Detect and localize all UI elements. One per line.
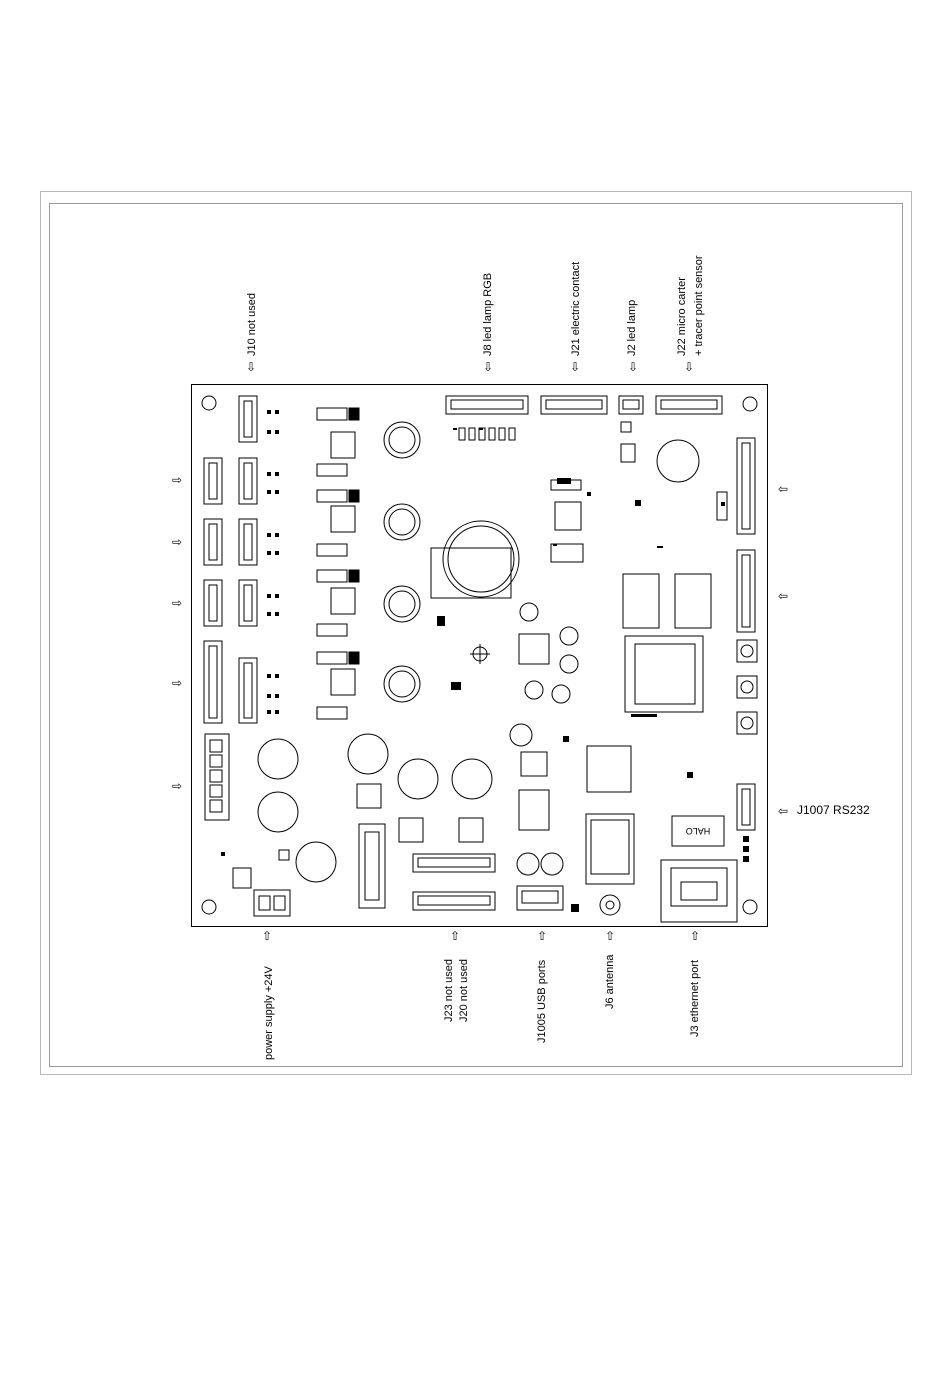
cpu bbox=[625, 636, 703, 712]
arrow-left-icon: ⇦ bbox=[778, 483, 788, 495]
arrow-down-icon: ⇩ bbox=[246, 361, 256, 373]
arrow-down-icon: ⇩ bbox=[483, 361, 493, 373]
right-connectors bbox=[737, 438, 755, 830]
label-j10: J10 not used bbox=[246, 293, 258, 356]
driver-ics bbox=[317, 408, 359, 719]
arrow-right-icon: ⇨ bbox=[172, 677, 182, 689]
label-j22-line2: + tracer point sensor bbox=[693, 255, 705, 356]
arrow-up-icon: ⇧ bbox=[537, 930, 547, 942]
arrow-right-icon: ⇨ bbox=[172, 780, 182, 792]
power-connector bbox=[254, 890, 290, 916]
inductors bbox=[384, 422, 420, 702]
mounting-hole bbox=[743, 397, 757, 411]
antenna-module bbox=[586, 814, 634, 915]
label-j20: J20 not used bbox=[458, 959, 470, 1022]
buzzer bbox=[657, 440, 699, 482]
mounting-hole bbox=[202, 396, 216, 410]
halo-chip-label: HALO bbox=[686, 826, 711, 836]
arrow-right-icon: ⇨ bbox=[172, 597, 182, 609]
arrow-left-icon: ⇦ bbox=[778, 805, 788, 817]
arrow-right-icon: ⇨ bbox=[172, 474, 182, 486]
push-buttons bbox=[737, 640, 757, 734]
arrow-down-icon: ⇩ bbox=[684, 361, 694, 373]
coin-battery bbox=[431, 521, 519, 598]
label-j1005: J1005 USB ports bbox=[536, 960, 548, 1043]
mounting-hole bbox=[743, 900, 757, 914]
label-j1007: J1007 RS232 bbox=[797, 804, 870, 816]
label-j23: J23 not used bbox=[443, 959, 455, 1022]
top-connectors bbox=[446, 396, 722, 414]
arrow-up-icon: ⇧ bbox=[690, 930, 700, 942]
arrow-down-icon: ⇩ bbox=[628, 361, 638, 373]
label-j22-line1: J22 micro carter bbox=[676, 277, 688, 356]
arrow-left-icon: ⇦ bbox=[778, 590, 788, 602]
mounting-hole bbox=[202, 900, 216, 914]
label-j6: J6 antenna bbox=[604, 955, 616, 1009]
crosshair-mark bbox=[470, 644, 490, 664]
left-connectors bbox=[204, 396, 257, 820]
arrow-right-icon: ⇨ bbox=[172, 536, 182, 548]
arrow-down-icon: ⇩ bbox=[570, 361, 580, 373]
electrolytic-caps bbox=[258, 734, 492, 882]
arrow-up-icon: ⇧ bbox=[605, 930, 615, 942]
label-j8: J8 led lamp RGB bbox=[482, 273, 494, 356]
bottom-connectors bbox=[413, 854, 563, 910]
label-j3: J3 ethernet port bbox=[689, 960, 701, 1037]
arrow-up-icon: ⇧ bbox=[450, 930, 460, 942]
ethernet-jack bbox=[661, 860, 737, 922]
label-j2: J2 led lamp bbox=[626, 300, 638, 356]
arrow-up-icon: ⇧ bbox=[262, 930, 272, 942]
pcb-board: HALO bbox=[191, 384, 769, 928]
label-j21: J21 electric contact bbox=[570, 262, 582, 356]
label-power-supply: power supply +24V bbox=[263, 966, 275, 1060]
